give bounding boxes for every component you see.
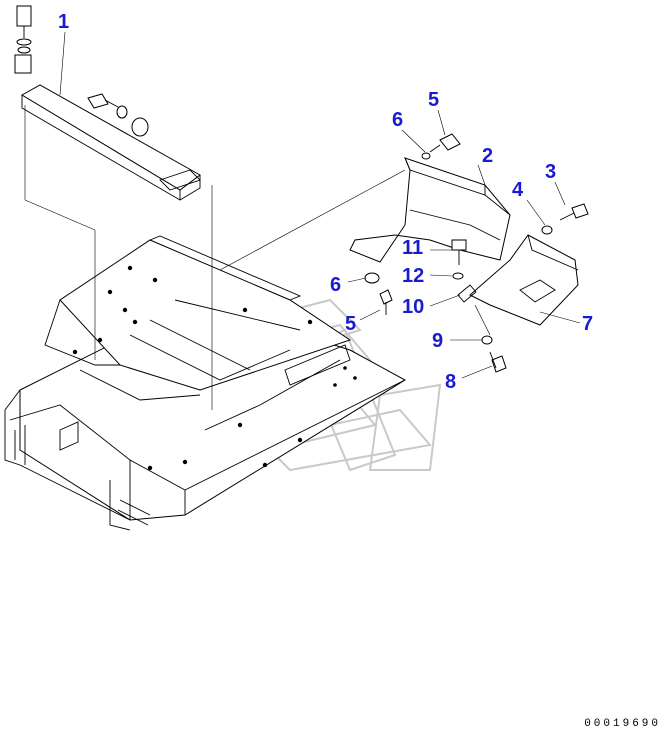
callout-9: 9	[432, 330, 443, 352]
callout-10: 10	[402, 296, 424, 318]
callout-2: 2	[482, 145, 493, 167]
callout-1: 1	[58, 11, 69, 33]
main-frame	[4, 235, 406, 531]
callout-5a: 5	[428, 89, 439, 111]
callout-7: 7	[582, 313, 593, 335]
frame-holes	[72, 265, 357, 471]
washer-2	[17, 46, 31, 54]
bolt-side	[87, 93, 109, 109]
leader-lines	[59, 31, 581, 379]
drawing-number: 00019690	[584, 718, 661, 730]
callout-11: 11	[402, 237, 423, 259]
callout-5b: 5	[345, 313, 356, 335]
callout-4: 4	[512, 179, 524, 201]
callout-labels: 1 2 3 4 5 5 6 6 7 8 9 10 11 12	[58, 11, 593, 393]
bolt-head	[16, 5, 32, 27]
part-1-rail	[14, 5, 213, 410]
callout-6b: 6	[330, 274, 341, 296]
part-7-plate	[469, 234, 579, 326]
part-2-cover	[219, 157, 511, 271]
callout-3: 3	[545, 161, 556, 183]
washer	[16, 38, 32, 46]
callout-8: 8	[445, 371, 456, 393]
hardware	[364, 133, 589, 373]
callout-6a: 6	[392, 109, 403, 131]
callout-12: 12	[402, 265, 424, 287]
spacer	[14, 54, 32, 74]
bushing	[131, 117, 149, 137]
